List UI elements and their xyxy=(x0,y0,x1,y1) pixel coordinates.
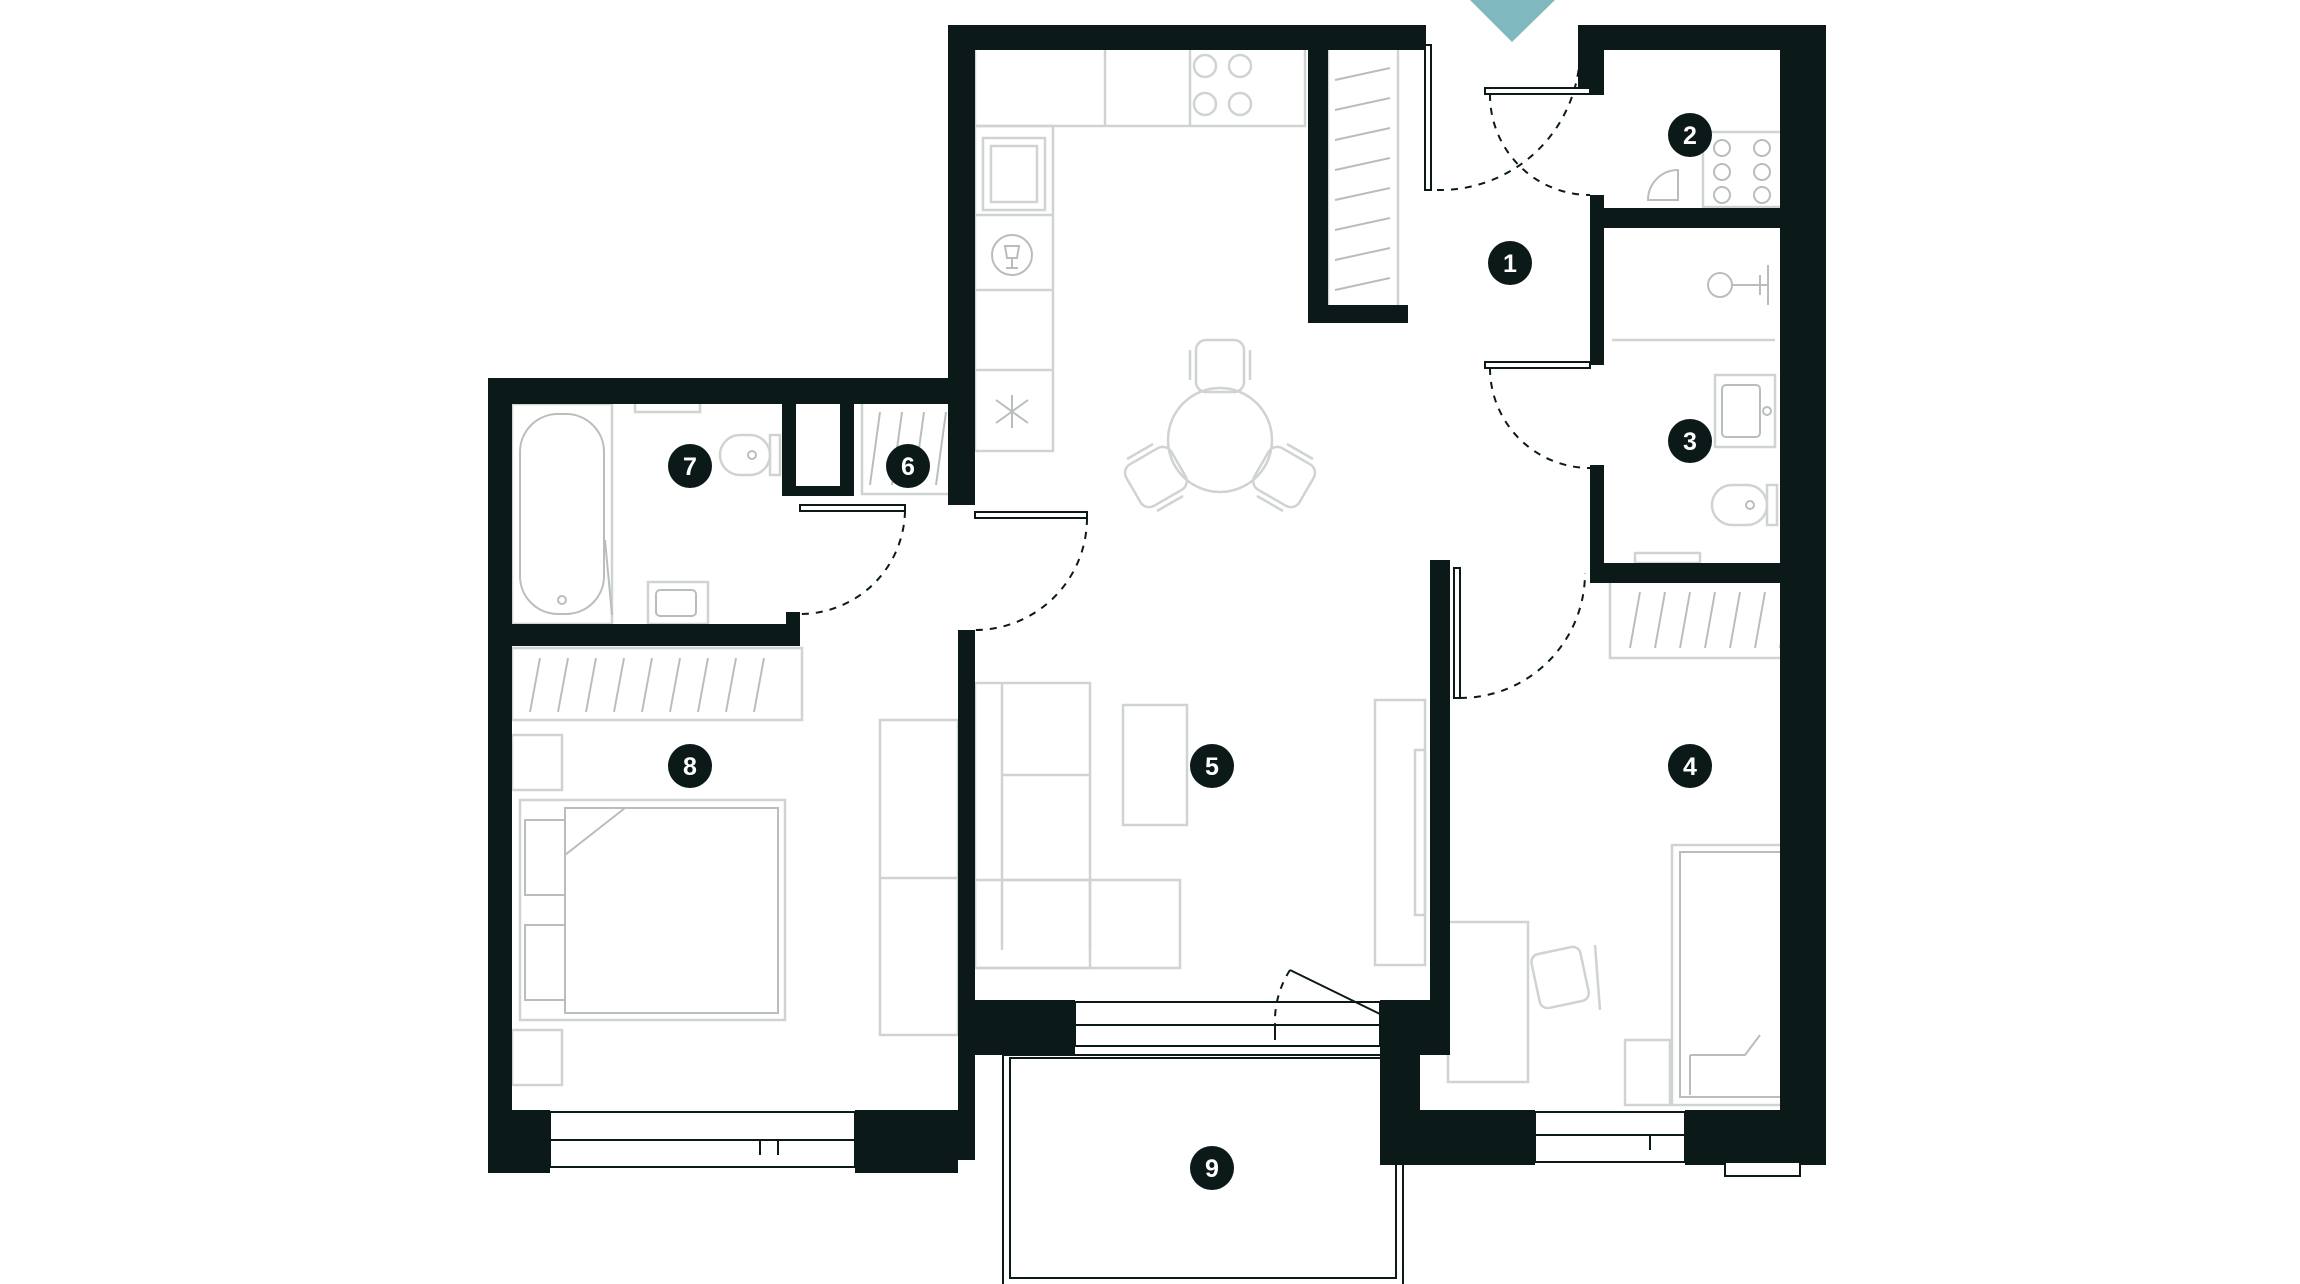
furniture-layer xyxy=(510,46,1802,1284)
sofa xyxy=(973,681,1182,970)
room-marker-circle xyxy=(886,444,930,488)
room-marker-3: 3 xyxy=(1668,419,1712,463)
room-label: 3 xyxy=(1683,428,1697,456)
room-marker-circle xyxy=(1668,419,1712,463)
room-marker-circle xyxy=(1668,113,1712,157)
tv-unit xyxy=(1373,698,1427,967)
room-label: 5 xyxy=(1205,753,1219,781)
kitchen-counter-side xyxy=(973,124,1055,453)
room-label: 2 xyxy=(1683,122,1697,150)
doors xyxy=(799,44,1591,699)
room-marker-circle xyxy=(1488,241,1532,285)
room-label: 7 xyxy=(683,453,697,481)
shower-icon xyxy=(1612,265,1775,342)
bedroom8-wardrobe xyxy=(510,646,804,722)
bedroom4-nightstand xyxy=(1623,1038,1672,1107)
bedroom8-window xyxy=(549,1111,856,1168)
single-bed xyxy=(1670,843,1796,1107)
room-marker-9: 9 xyxy=(1190,1146,1234,1190)
fridge-icon xyxy=(995,395,1029,428)
entrance-door[interactable] xyxy=(1424,44,1581,192)
room-marker-circle xyxy=(1190,744,1234,788)
room2-door[interactable] xyxy=(1484,87,1591,196)
stove-icon xyxy=(1192,53,1253,117)
bathroom7-door[interactable] xyxy=(799,504,906,615)
room-label: 9 xyxy=(1205,1155,1219,1183)
room3-door[interactable] xyxy=(1484,361,1591,469)
sink-icon xyxy=(981,136,1047,212)
washbasin-icon xyxy=(1713,373,1777,449)
room-marker-2: 2 xyxy=(1668,113,1712,157)
boiler-unit xyxy=(1646,130,1785,209)
room-label: 6 xyxy=(901,453,915,481)
coffee-table xyxy=(1121,703,1189,827)
room-label: 8 xyxy=(683,753,697,781)
room-marker-7: 7 xyxy=(668,444,712,488)
dining-table xyxy=(1123,338,1317,513)
walls xyxy=(488,25,1826,1173)
desk xyxy=(1446,920,1530,1084)
room-label: 4 xyxy=(1683,753,1697,781)
room-marker-circle xyxy=(1668,744,1712,788)
living-room-door[interactable] xyxy=(974,511,1088,631)
room-marker-5: 5 xyxy=(1190,744,1234,788)
windows xyxy=(549,969,1801,1177)
room-markers: 1 2 3 4 5 6 7 8 9 xyxy=(668,113,1712,1190)
room-marker-6: 6 xyxy=(886,444,930,488)
bedroom4-window xyxy=(1534,1111,1801,1177)
double-bed xyxy=(518,798,787,1022)
bedroom4-wardrobe xyxy=(1608,578,1802,660)
dishwasher-icon xyxy=(991,234,1033,276)
hall-wardrobe xyxy=(1326,46,1400,316)
room-label: 1 xyxy=(1503,250,1517,278)
room-marker-1: 1 xyxy=(1488,241,1532,285)
room4-door[interactable] xyxy=(1453,567,1586,699)
entry-arrow-icon xyxy=(1470,0,1555,42)
room-marker-circle xyxy=(1190,1146,1234,1190)
room-marker-8: 8 xyxy=(668,744,712,788)
kitchen-counter-top xyxy=(973,46,1307,128)
bath7-sink xyxy=(646,580,710,626)
bath-radiator xyxy=(1633,551,1702,565)
room-marker-circle xyxy=(668,444,712,488)
toilet-icon xyxy=(1710,483,1779,527)
desk-chair xyxy=(1530,944,1602,1011)
room-marker-4: 4 xyxy=(1668,744,1712,788)
balcony-door-window xyxy=(1074,969,1383,1047)
bedroom8-dresser xyxy=(878,718,960,1037)
room-marker-circle xyxy=(668,744,712,788)
bathtub-icon xyxy=(510,402,614,626)
